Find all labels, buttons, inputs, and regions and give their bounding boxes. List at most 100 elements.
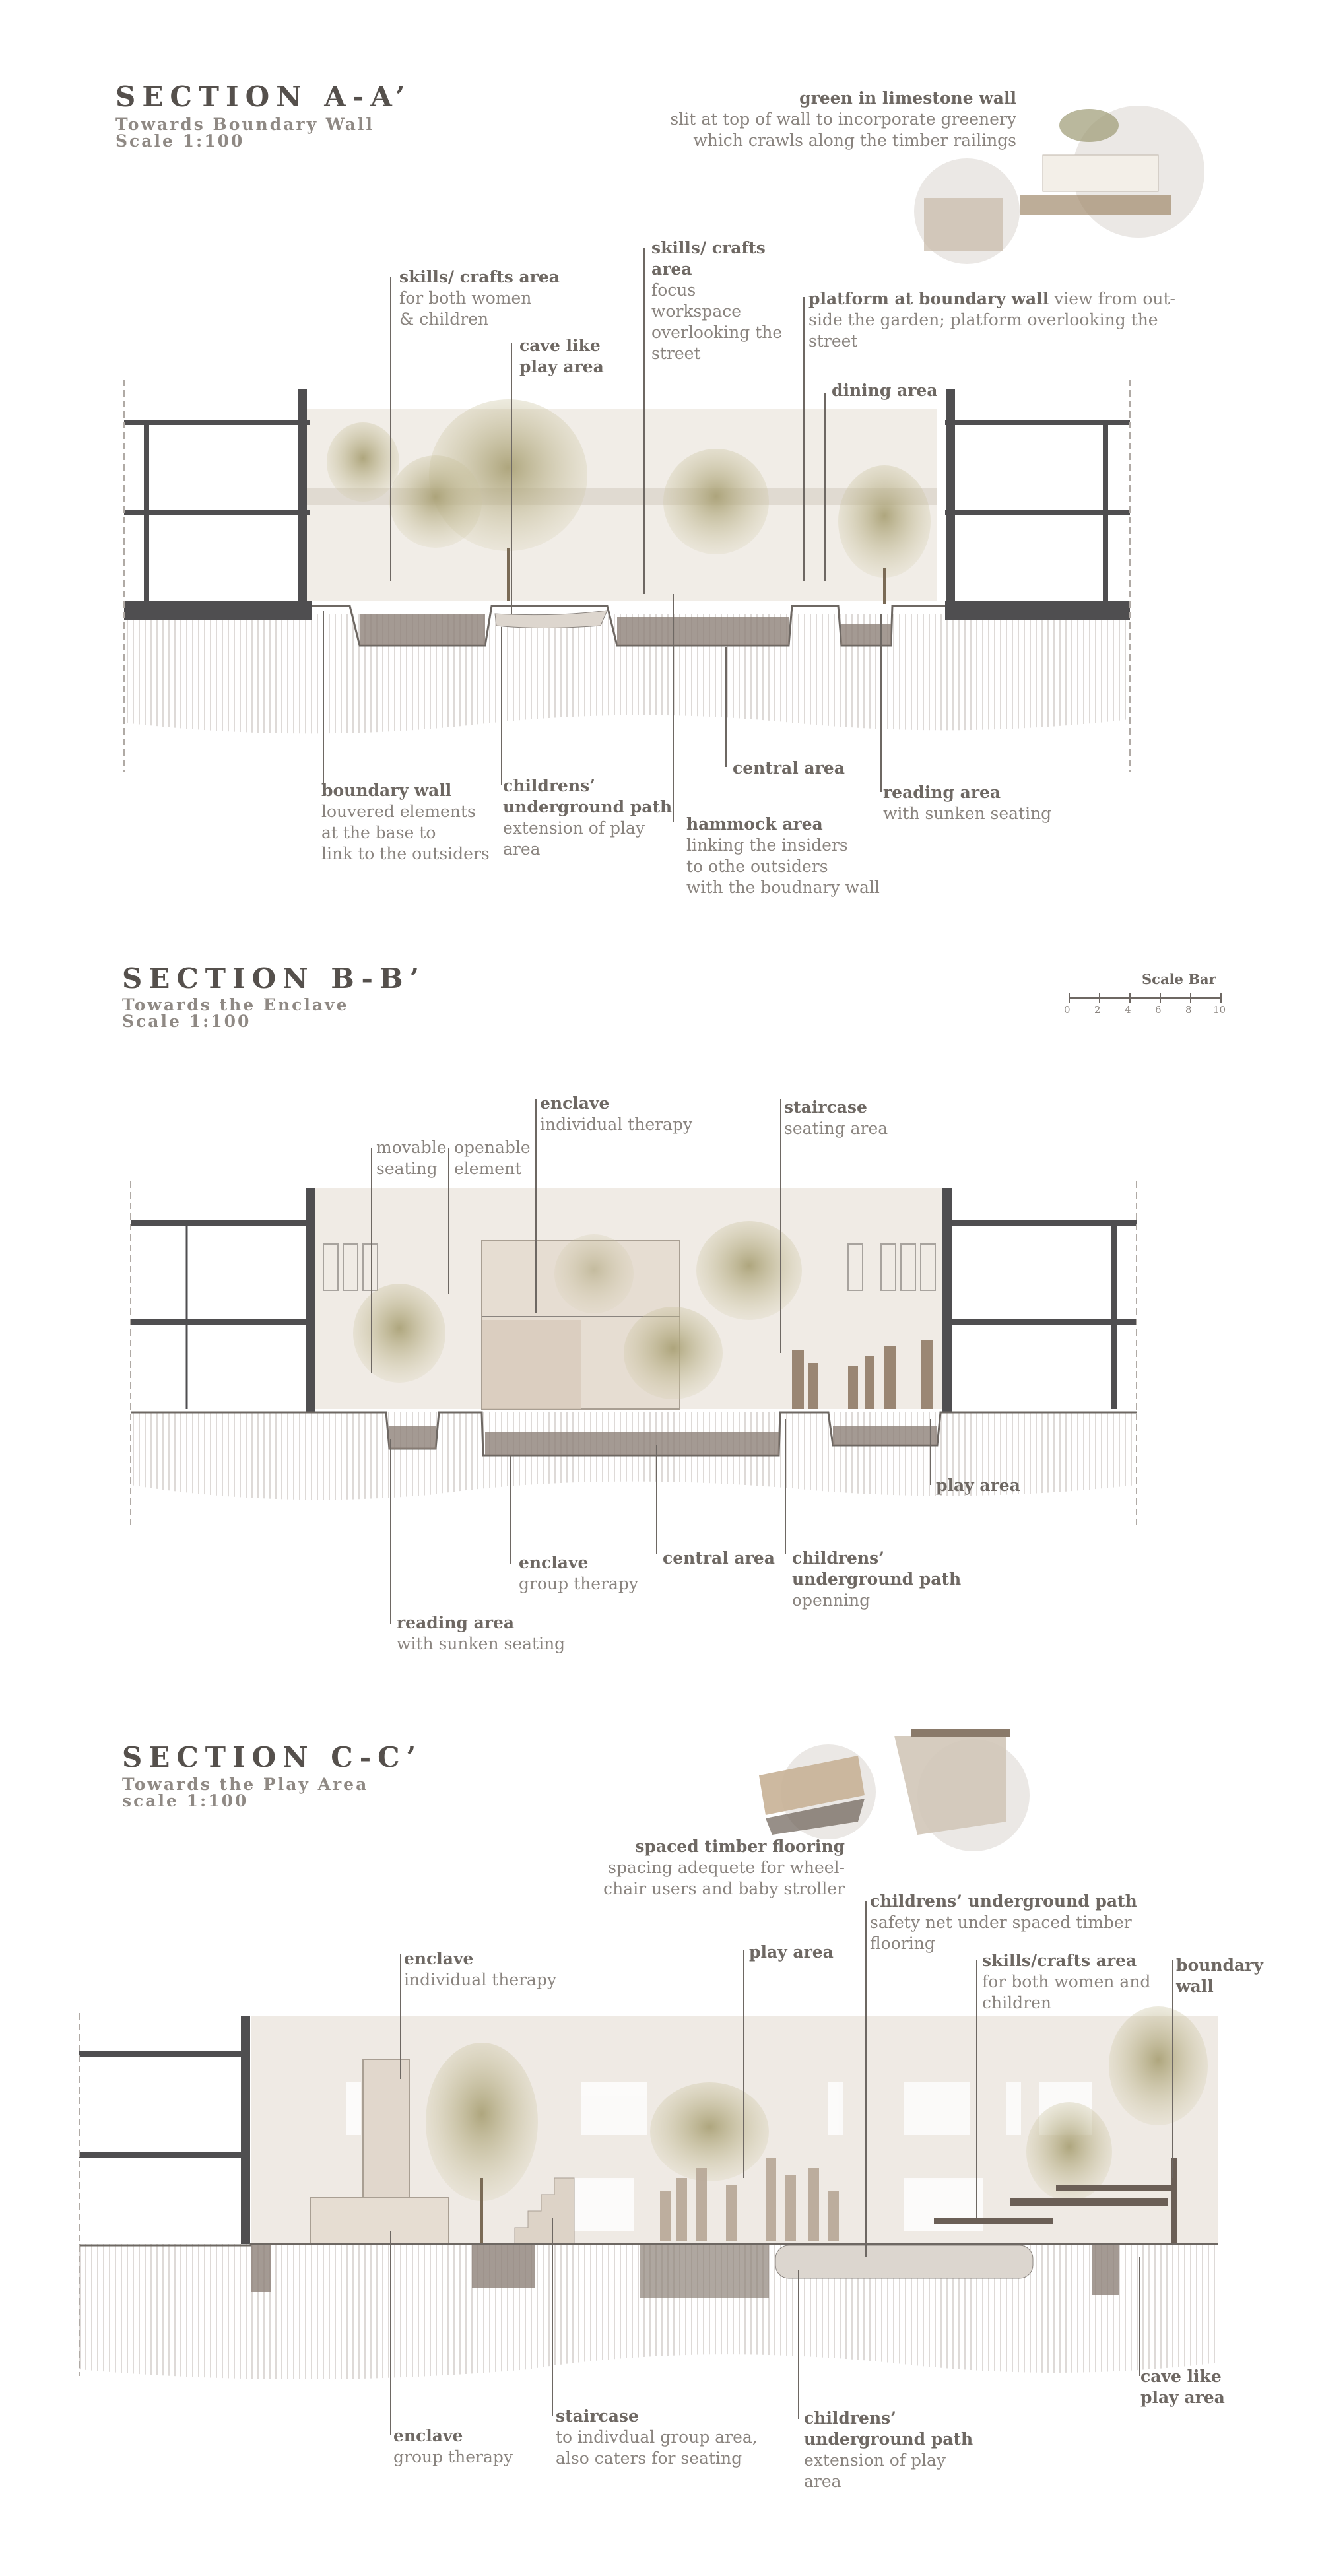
label-line: with sunken seating bbox=[397, 1634, 566, 1653]
label-spaced-timber-flooring: spaced timber flooring spacing adequete … bbox=[568, 1836, 845, 1899]
label-reading-area: reading area with sunken seating bbox=[883, 782, 1051, 824]
section-b-title: SECTION B-B’ bbox=[122, 962, 426, 995]
label-openable-element: openable element bbox=[454, 1137, 531, 1179]
label-enclave-group: enclave group therapy bbox=[393, 2426, 513, 2468]
tree bbox=[663, 449, 769, 554]
label-line: with the boudnary wall bbox=[686, 878, 880, 897]
label-head: spaced timber flooring bbox=[635, 1837, 845, 1856]
label-play-area: play area bbox=[936, 1475, 1020, 1496]
label-skills-crafts-focus: skills/ crafts area focus workspace over… bbox=[651, 238, 790, 364]
label-green-limestone-wall: green in limestone wall slit at top of w… bbox=[581, 88, 1016, 151]
label-skills-crafts-area: skills/crafts area for both women and ch… bbox=[982, 1950, 1150, 2014]
label-head: central area bbox=[733, 758, 845, 777]
label-head: cave like play area bbox=[1140, 2367, 1225, 2407]
label-dining-area: dining area bbox=[832, 380, 938, 401]
label-line: which crawls along the timber railings bbox=[693, 131, 1016, 150]
label-childrens-underground-path: childrens’ underground path openning bbox=[792, 1548, 964, 1611]
label-central-area: central area bbox=[663, 1548, 775, 1569]
label-head: skills/crafts area bbox=[982, 1951, 1137, 1970]
section-c-subtitle-line: Towards the Play Area bbox=[122, 1775, 369, 1794]
scale-bar bbox=[1069, 993, 1222, 1003]
label-line: with sunken seating bbox=[883, 804, 1052, 823]
tree bbox=[353, 1284, 446, 1383]
building-left bbox=[124, 389, 312, 620]
label-head: enclave bbox=[519, 1553, 589, 1572]
label-cave-like-play-area: cave like play area bbox=[1140, 2366, 1239, 2408]
label-line: at the base to bbox=[321, 823, 436, 842]
building-left bbox=[131, 1188, 315, 1412]
label-head: enclave bbox=[393, 2426, 463, 2445]
label-line: extension of play area bbox=[804, 2451, 946, 2491]
enclave-group bbox=[310, 2197, 449, 2245]
tree bbox=[624, 1307, 723, 1399]
label-head: boundary wall bbox=[1176, 1956, 1263, 1996]
section-b-subtitle: Towards the Enclave Scale 1:100 bbox=[122, 997, 348, 1030]
label-line: to othe outsiders bbox=[686, 857, 828, 876]
label-head: childrens’ underground path bbox=[804, 2408, 974, 2449]
section-c-scale: scale 1:100 bbox=[122, 1791, 249, 1810]
label-line: individual therapy bbox=[540, 1115, 693, 1134]
tree bbox=[426, 2043, 538, 2201]
scale-tick: 6 bbox=[1155, 1004, 1162, 1016]
label-childrens-underground-path-net: childrens’ underground path safety net u… bbox=[870, 1891, 1173, 1954]
scale-bar-title: Scale Bar bbox=[1142, 969, 1216, 990]
tree bbox=[650, 2082, 769, 2181]
label-line: louvered elements bbox=[321, 802, 476, 821]
ground-line bbox=[79, 2243, 1218, 2247]
section-b-scale: Scale 1:100 bbox=[122, 1012, 251, 1031]
label-head: play area bbox=[936, 1476, 1020, 1495]
section-a-scale: Scale 1:100 bbox=[116, 131, 245, 150]
label-line: to indivdual group area, bbox=[556, 2427, 758, 2447]
label-enclave-individual: enclave individual therapy bbox=[404, 1948, 556, 1991]
label-childrens-underground-path: childrens’ underground path extension of… bbox=[503, 776, 675, 860]
label-head: hammock area bbox=[686, 814, 823, 834]
label-head: green in limestone wall bbox=[799, 88, 1016, 108]
label-head: platform at boundary wall bbox=[808, 289, 1049, 308]
label-head: skills/ crafts area bbox=[651, 238, 766, 279]
label-head: reading area bbox=[397, 1613, 515, 1632]
tree bbox=[696, 1221, 802, 1320]
label-line: area bbox=[503, 840, 541, 859]
label-hammock-area: hammock area linking the insiders to oth… bbox=[686, 814, 880, 898]
label-line: individual therapy bbox=[404, 1970, 557, 1989]
label-line: for both women and bbox=[982, 1972, 1151, 1991]
tree bbox=[554, 1234, 634, 1313]
section-c-subtitle: Towards the Play Area scale 1:100 bbox=[122, 1776, 368, 1809]
label-head: Scale Bar bbox=[1142, 971, 1216, 987]
label-line: flooring bbox=[870, 1934, 935, 1953]
tree bbox=[838, 465, 931, 578]
enclave-individual bbox=[362, 2059, 410, 2198]
section-c-drawing bbox=[79, 1729, 1218, 2435]
section-a-drawing bbox=[123, 106, 1204, 822]
building-right bbox=[942, 1188, 1137, 1412]
label-line: seating bbox=[376, 1159, 438, 1178]
scale-tick: 10 bbox=[1213, 1004, 1226, 1016]
label-boundary-wall: boundary wall bbox=[1176, 1955, 1275, 1997]
label-line: also caters for seating bbox=[556, 2449, 742, 2468]
label-play-area: play area bbox=[749, 1942, 834, 1963]
section-b-subtitle-line: Towards the Enclave bbox=[122, 995, 349, 1014]
label-line: linking the insiders bbox=[686, 836, 848, 855]
section-c-title: SECTION C-C’ bbox=[122, 1741, 423, 1773]
label-line: element bbox=[454, 1159, 522, 1178]
label-line: children bbox=[982, 1993, 1051, 2012]
tree bbox=[327, 422, 399, 502]
label-head: childrens’ underground path bbox=[870, 1892, 1137, 1911]
label-head: enclave bbox=[404, 1949, 474, 1968]
building-right bbox=[945, 389, 1130, 620]
label-line: chair users and baby stroller bbox=[603, 1879, 845, 1898]
label-head: staircase bbox=[556, 2406, 639, 2426]
tree bbox=[389, 455, 482, 548]
label-head: play area bbox=[749, 1942, 834, 1962]
label-line: seating area bbox=[784, 1119, 888, 1138]
label-enclave-group: enclave group therapy bbox=[519, 1552, 638, 1595]
section-a-subtitle-line: Towards Boundary Wall bbox=[116, 115, 374, 134]
label-line: spacing adequete for wheel- bbox=[608, 1858, 845, 1877]
label-movable-seating: movable seating bbox=[376, 1137, 447, 1179]
label-skills-crafts-area: skills/ crafts area for both women & chi… bbox=[399, 267, 560, 330]
label-reading-area: reading area with sunken seating bbox=[397, 1612, 565, 1655]
label-head: reading area bbox=[883, 783, 1001, 802]
label-line: group therapy bbox=[519, 1574, 638, 1593]
label-head: childrens’ underground path bbox=[503, 776, 673, 816]
